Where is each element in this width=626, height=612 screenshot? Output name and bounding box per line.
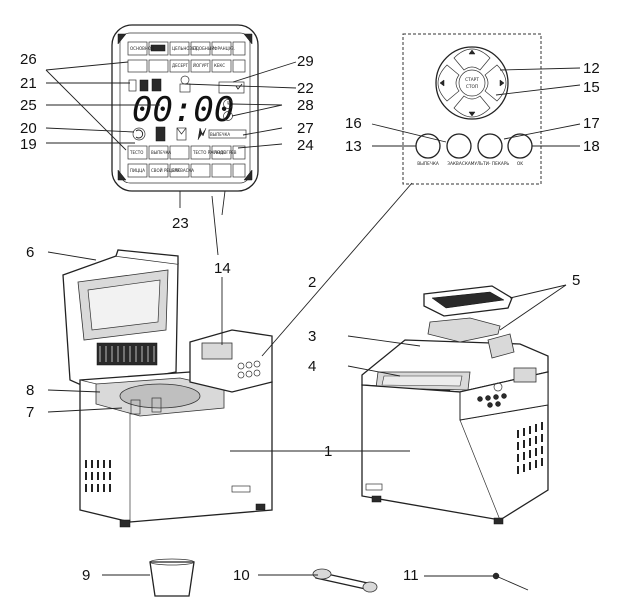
prog-label-1: ОСНОВНОЙ (130, 46, 154, 51)
callout-24: 24 (297, 137, 314, 154)
callout-29: 29 (297, 53, 314, 70)
callout-1: 1 (324, 443, 332, 460)
callout-18: 18 (583, 138, 600, 155)
prog-label-11: КЕКС (214, 63, 225, 68)
start-stop-label-2: СТОП (466, 84, 478, 90)
callout-9: 9 (82, 567, 90, 584)
prog-label-9: ДЕСЕРТ (172, 63, 188, 68)
display-panel: 00:00 (111, 24, 259, 192)
leader-lines (45, 61, 581, 577)
display-program-row-2 (127, 59, 246, 73)
prog-label-13: ТЕСТО (129, 150, 143, 155)
right-vent (517, 422, 543, 474)
display-program-labels: ОСНОВНОЙ ЦЕЛЬНОЗЕР. СДОБНЫЙ ФРАНЦУЗ. ДЕС… (129, 46, 237, 173)
prog-label-4: СДОБНЫЙ (193, 46, 214, 51)
callout-15: 15 (583, 79, 600, 96)
callout-5: 5 (572, 272, 580, 289)
bread-maker-open (62, 249, 273, 528)
callout-22: 22 (297, 80, 314, 97)
up-button[interactable] (453, 48, 491, 71)
time-readout: 00:00 (132, 90, 234, 130)
display-program-row-3 (127, 145, 246, 160)
bread-maker-closed (361, 285, 549, 525)
control-panel: СТАРТ СТОП ВЫПЕЧКА ЗАКВАСКА МУЛЬТИ- ПЕКА… (402, 33, 542, 185)
callout-28: 28 (297, 97, 314, 114)
callout-12: 12 (583, 60, 600, 77)
left-button[interactable] (437, 64, 460, 102)
callout-21: 21 (20, 75, 37, 92)
callout-26: 26 (20, 51, 37, 68)
ok-button-label: OK (517, 161, 523, 167)
loaf-size-icons (128, 78, 162, 92)
callout-3: 3 (308, 328, 316, 345)
hook-tool (492, 572, 529, 591)
prog-label-10: ЙОГУРТ (193, 63, 209, 68)
callout-2: 2 (308, 274, 316, 291)
callout-labels: 26 21 25 20 19 23 29 22 28 27 24 14 6 8 … (20, 51, 600, 584)
multibaker-button-label: МУЛЬТИ- ПЕКАРЬ (471, 161, 510, 167)
start-stop-label-1: СТАРТ (465, 77, 479, 83)
callout-17: 17 (583, 115, 600, 132)
direction-pad[interactable]: СТАРТ СТОП (435, 46, 509, 120)
callout-20: 20 (20, 120, 37, 137)
prog-label-14: ВЫПЕЧКА (151, 150, 171, 155)
measuring-spoon (312, 568, 378, 593)
right-button[interactable] (484, 64, 507, 102)
callout-19: 19 (20, 136, 37, 153)
right-brand-plate (365, 483, 383, 491)
prog-label-5: ФРАНЦУЗ. (214, 46, 235, 51)
prog-label-20: СВОЙ РЕЦЕПТ (151, 168, 181, 173)
display-program-row-1 (127, 41, 246, 56)
bake-button-label: ВЫПЕЧКА (417, 161, 439, 167)
display-program-row-4 (127, 163, 246, 178)
callout-4: 4 (308, 358, 316, 375)
callout-27: 27 (297, 120, 314, 137)
starter-button[interactable] (446, 133, 472, 159)
callout-11: 11 (403, 567, 419, 584)
left-machine-buttons (237, 360, 261, 379)
prog-label-3: ЦЕЛЬНОЗЕР. (172, 46, 198, 51)
round-buttons: ВЫПЕЧКА ЗАКВАСКА МУЛЬТИ- ПЕКАРЬ OK (415, 133, 533, 167)
callout-14: 14 (214, 260, 231, 277)
multibaker-button[interactable] (477, 133, 503, 159)
stage-icons (132, 126, 247, 142)
right-machine-buttons (477, 382, 507, 408)
callout-25: 25 (20, 97, 37, 114)
down-button[interactable] (453, 95, 491, 118)
callout-16: 16 (345, 115, 362, 132)
starter-button-label: ЗАКВАСКА (447, 161, 471, 167)
callout-10: 10 (233, 567, 250, 584)
baking-stage-label: ВЫПЕЧКА (210, 132, 230, 137)
prog-label-19: ПИЦЦА (130, 168, 145, 173)
callout-7: 7 (26, 404, 34, 421)
callout-6: 6 (26, 244, 34, 261)
callout-23: 23 (172, 215, 189, 232)
left-brand-plate (231, 485, 251, 493)
prog-label-21: ЗАКВАСКА (172, 168, 194, 173)
callout-13: 13 (345, 138, 362, 155)
prog-label-16: ТЕСТО РЖАНОЕ (192, 150, 226, 155)
callout-8: 8 (26, 382, 34, 399)
left-vent (85, 460, 111, 492)
prog-label-17: ПОДОГРЕВ (214, 150, 237, 155)
measuring-cup (149, 558, 195, 597)
